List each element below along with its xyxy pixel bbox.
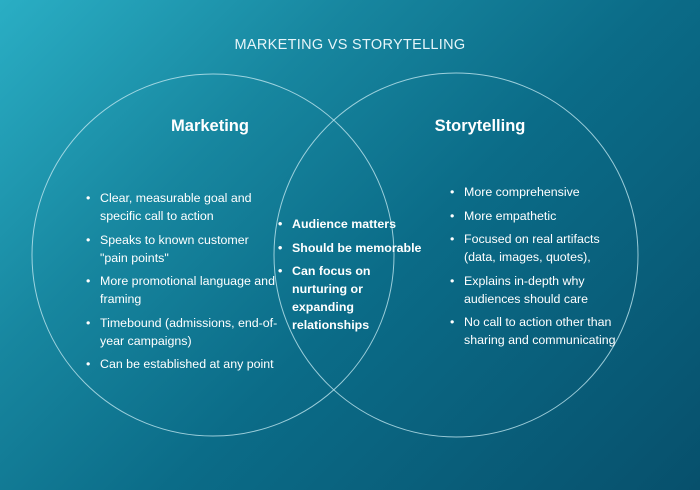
list-item: •More empathetic (450, 208, 557, 223)
storytelling-circle (273, 72, 639, 438)
storytelling-list: •More comprehensive •More empathetic •Fo… (450, 183, 620, 355)
list-item: •Can focus on nurturing or expanding rel… (278, 264, 371, 332)
marketing-heading: Marketing (171, 117, 249, 135)
list-item: •Audience matters (278, 217, 396, 231)
list-item: •Timebound (admissions, end-of-year camp… (86, 315, 278, 348)
overlap-list: •Audience matters •Should be memorable •… (278, 215, 428, 340)
list-item: •Speaks to known customer "pain points" (86, 232, 249, 265)
diagram-title: MARKETING VS STORYTELLING (234, 37, 466, 53)
bullet-icon: • (86, 315, 91, 330)
bullet-icon: • (86, 357, 91, 371)
bullet-icon: • (278, 217, 283, 231)
list-item: •Clear, measurable goal and specific cal… (86, 191, 252, 223)
list-item: •Explains in-depth why audiences should … (450, 273, 588, 306)
list-item: •Can be established at any point (86, 357, 274, 371)
bullet-icon: • (450, 185, 455, 199)
bullet-icon: • (450, 208, 455, 223)
list-item: •Focused on real artifacts (data, images… (450, 232, 600, 264)
list-item: •More promotional language and framing (86, 274, 275, 306)
list-item: •No call to action other than sharing an… (450, 315, 616, 347)
marketing-circle (31, 73, 395, 437)
bullet-icon: • (278, 264, 283, 278)
list-item: •More comprehensive (450, 185, 580, 199)
bullet-icon: • (278, 240, 283, 255)
bullet-icon: • (450, 315, 455, 329)
bullet-icon: • (450, 232, 455, 246)
bullet-icon: • (86, 274, 91, 288)
marketing-list: •Clear, measurable goal and specific cal… (86, 189, 278, 379)
storytelling-heading: Storytelling (434, 117, 526, 135)
list-item: •Should be memorable (278, 240, 422, 255)
bullet-icon: • (86, 232, 91, 247)
bullet-icon: • (86, 191, 91, 205)
bullet-icon: • (450, 273, 455, 288)
